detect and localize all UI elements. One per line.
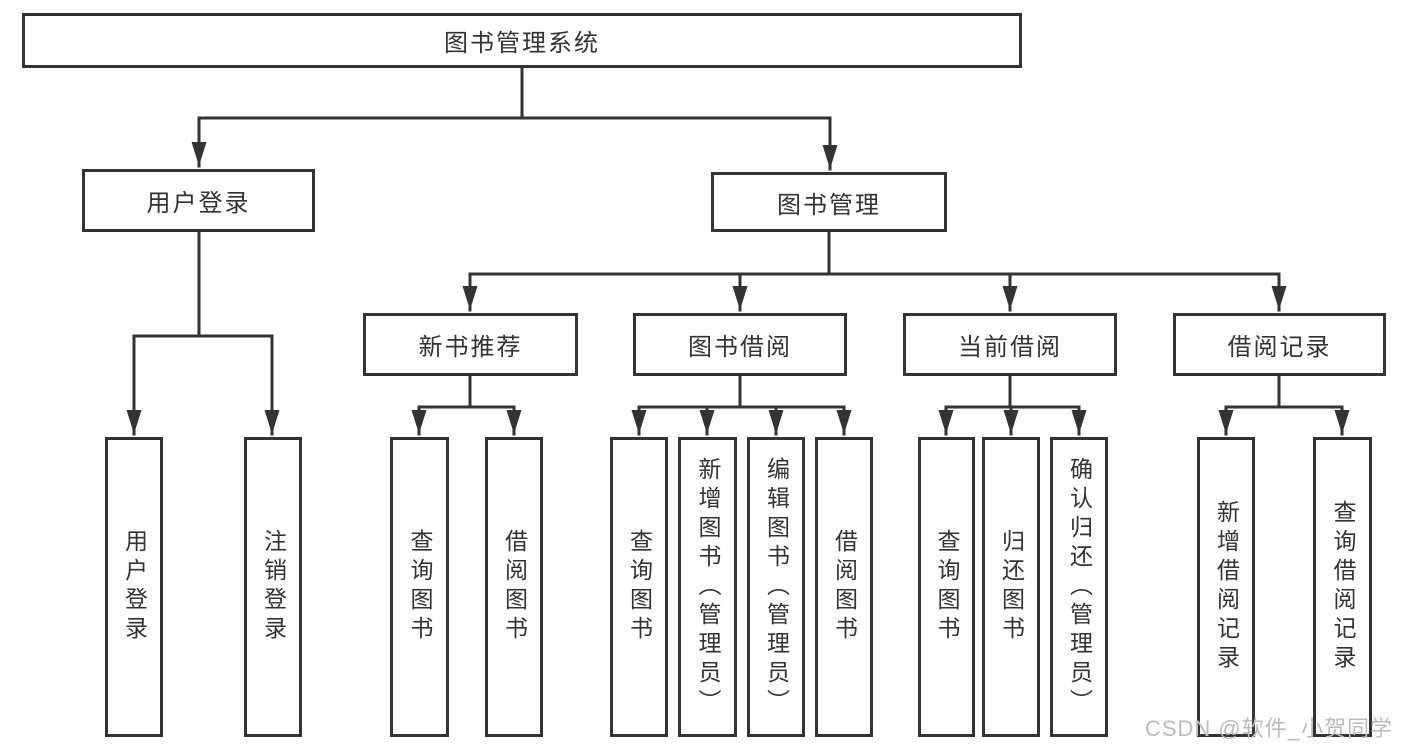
leaf-current-query-book: 查询图书: [918, 437, 975, 737]
leaf-label: 查询图书: [934, 529, 960, 645]
leaf-borrow-query-book: 查询图书: [610, 437, 668, 737]
leaf-current-return-book: 归还图书: [982, 437, 1040, 737]
leaf-borrow-edit-book-admin: 编辑图书（管理员）: [747, 437, 805, 737]
leaf-label: 查询图书: [626, 529, 653, 645]
leaf-record-add-borrow-record: 新增借阅记录: [1197, 437, 1255, 737]
node-new-book-recommend: 新书推荐: [363, 313, 578, 376]
node-current-borrow: 当前借阅: [903, 313, 1117, 376]
node-book-management: 图书管理: [711, 172, 947, 232]
leaf-current-confirm-return-admin: 确认归还（管理员）: [1050, 437, 1108, 737]
csdn-watermark: CSDN @软件_小贺同学: [1144, 716, 1393, 741]
leaf-label: 新增图书（管理员）: [695, 456, 721, 718]
leaf-label: 归还图书: [998, 529, 1025, 645]
node-user-login: 用户登录: [82, 169, 315, 232]
node-borrow-record: 借阅记录: [1173, 313, 1386, 376]
leaf-borrow-borrow-book: 借阅图书: [815, 437, 873, 737]
leaf-newbook-query-book: 查询图书: [390, 437, 449, 737]
leaf-label: 查询借阅记录: [1330, 500, 1356, 674]
leaf-logout-login: 注销登录: [244, 437, 302, 737]
leaf-label: 确认归还（管理员）: [1066, 456, 1093, 718]
leaf-label: 借阅图书: [831, 529, 858, 645]
leaf-label: 借阅图书: [501, 529, 528, 645]
leaf-label: 新增借阅记录: [1213, 500, 1240, 674]
leaf-borrow-add-book-admin: 新增图书（管理员）: [678, 437, 737, 737]
leaf-label: 查询图书: [407, 529, 433, 645]
leaf-label: 用户登录: [121, 529, 148, 645]
leaf-user-login: 用户登录: [105, 437, 163, 737]
node-book-borrow: 图书借阅: [633, 313, 847, 376]
leaf-newbook-borrow-book: 借阅图书: [485, 437, 543, 737]
leaf-label: 编辑图书（管理员）: [763, 456, 790, 718]
node-root: 图书管理系统: [22, 13, 1022, 68]
leaf-label: 注销登录: [260, 529, 287, 645]
leaf-record-query-borrow-record: 查询借阅记录: [1313, 437, 1372, 737]
